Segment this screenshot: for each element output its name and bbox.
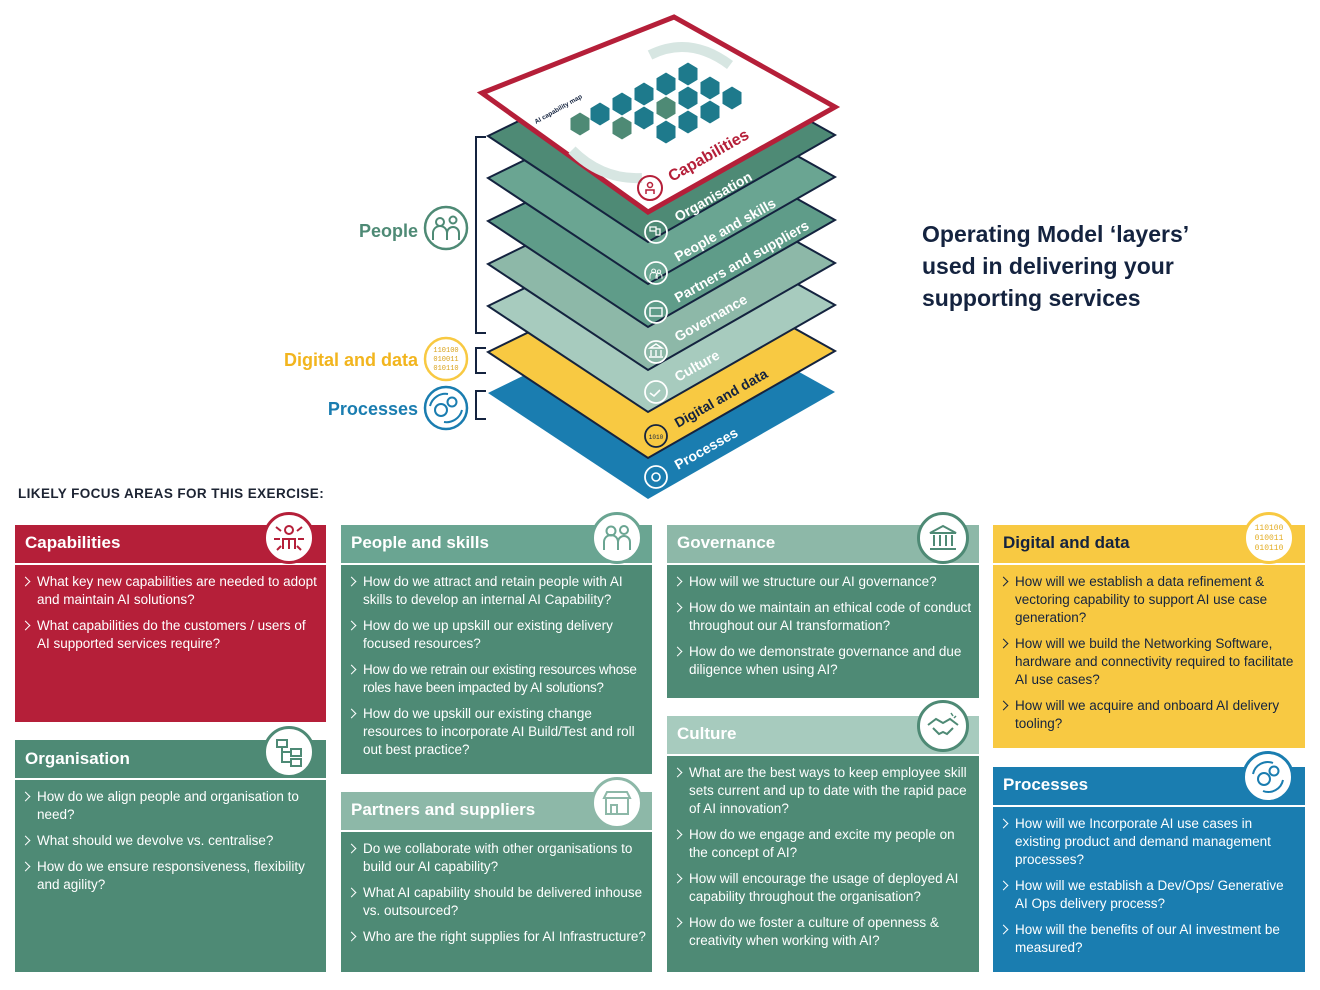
list-item: How do we engage and excite my people on…	[689, 826, 973, 862]
card-partners-and-suppliers: Partners and suppliers Do we collaborate…	[341, 777, 652, 972]
handshake-icon	[644, 380, 668, 404]
list-item: What are the best ways to keep employee …	[689, 764, 973, 818]
org-chart-icon	[263, 726, 315, 778]
card-governance-title: Governance	[677, 533, 776, 552]
handshake-icon	[917, 700, 969, 752]
card-capabilities: Capabilities What key new capabilities a…	[15, 512, 326, 722]
group-gears-icon	[423, 385, 469, 431]
card-processes: Processes How will we Incorporate AI use…	[993, 751, 1305, 972]
card-capabilities-title: Capabilities	[25, 533, 121, 552]
bank-icon	[644, 340, 668, 364]
shop-icon	[591, 777, 643, 829]
card-digital-title: Digital and data	[1003, 533, 1130, 552]
card-partners-title: Partners and suppliers	[351, 800, 536, 819]
binary-icon: 1010	[644, 424, 668, 448]
org-chart-icon	[644, 220, 668, 244]
list-item: How do we maintain an ethical code of co…	[689, 600, 972, 633]
gears-icon	[1242, 751, 1294, 803]
capabilities-icon	[637, 175, 663, 201]
svg-text:010011: 010011	[433, 356, 458, 364]
list-item: What should we devolve vs. centralise?	[37, 832, 320, 850]
card-governance: Governance How will we structure our AI …	[667, 512, 979, 698]
list-item: How do we retrain our existing resources…	[363, 661, 646, 697]
list-item: How will we acquire and onboard AI deliv…	[1015, 697, 1299, 733]
focus-areas-title: LIKELY FOCUS AREAS FOR THIS EXERCISE:	[18, 486, 325, 501]
card-processes-title: Processes	[1003, 775, 1089, 794]
list-item: How do we foster a culture of openness &…	[689, 914, 973, 950]
card-organisation: Organisation How do we align people and …	[15, 726, 326, 972]
list-item: How will we establish a Dev/Ops/ Generat…	[1015, 877, 1299, 913]
list-item: How will encourage the usage of deployed…	[689, 870, 973, 906]
list-item: What AI capability should be delivered i…	[363, 884, 646, 920]
group-binary-icon: 110100 010011 010110	[423, 336, 469, 382]
bank-icon	[917, 512, 969, 564]
card-organisation-title: Organisation	[25, 749, 130, 768]
svg-text:110100: 110100	[433, 347, 458, 355]
svg-text:010110: 010110	[1255, 544, 1284, 553]
hex-capability-cluster	[569, 61, 743, 145]
people-bracket	[475, 136, 486, 334]
list-item: Do we collaborate with other organisatio…	[363, 840, 646, 876]
svg-text:010011: 010011	[1255, 534, 1284, 543]
list-item: How do we upskill our existing change re…	[363, 705, 646, 759]
heading-line-3: supporting services	[922, 285, 1141, 311]
heading-line-2: used in delivering your	[922, 253, 1174, 279]
list-item: Who are the right supplies for AI Infras…	[363, 929, 646, 944]
digital-bracket	[475, 347, 486, 374]
card-people-title: People and skills	[351, 533, 489, 552]
list-item: How do we attract and retain people with…	[363, 573, 646, 609]
layer-stack-diagram: Processes Digital and data 1010 Culture …	[284, 14, 841, 499]
list-item: How will we structure our AI governance?	[689, 573, 973, 591]
card-culture: Culture What are the best ways to keep e…	[667, 700, 979, 972]
gears-icon	[644, 465, 668, 489]
list-item: How will the benefits of our AI investme…	[1015, 921, 1299, 957]
card-digital-and-data: Digital and data How will we establish a…	[993, 512, 1305, 748]
svg-text:010110: 010110	[433, 365, 458, 373]
list-item: How will we establish a data refinement …	[1015, 573, 1299, 627]
group-people-icon	[423, 205, 469, 251]
page-heading: Operating Model ‘layers’ used in deliver…	[922, 218, 1282, 314]
list-item: How do we ensure responsiveness, flexibi…	[37, 858, 320, 894]
list-item: How do we align people and organisation …	[37, 788, 320, 824]
list-item: What key new capabilities are needed to …	[37, 573, 320, 609]
card-people-and-skills: People and skills How do we attract and …	[341, 512, 652, 774]
card-culture-title: Culture	[677, 724, 737, 743]
heading-line-1: Operating Model ‘layers’	[922, 221, 1190, 247]
people-icon	[591, 512, 643, 564]
group-processes-label: Processes	[328, 399, 418, 419]
svg-text:110100: 110100	[1255, 524, 1284, 533]
shop-icon	[644, 300, 668, 324]
group-people-label: People	[359, 221, 418, 241]
people-icon	[644, 261, 668, 285]
svg-text:1010: 1010	[649, 434, 664, 441]
list-item: How do we up upskill our existing delive…	[363, 617, 646, 653]
capabilities-icon	[263, 512, 315, 564]
group-digital-label: Digital and data	[284, 350, 419, 370]
list-item: How do we demonstrate governance and due…	[689, 643, 973, 679]
processes-bracket	[475, 390, 486, 420]
list-item: How will we build the Networking Softwar…	[1015, 635, 1299, 689]
list-item: What capabilities do the customers / use…	[37, 617, 320, 653]
list-item: How will we Incorporate AI use cases in …	[1015, 815, 1299, 869]
